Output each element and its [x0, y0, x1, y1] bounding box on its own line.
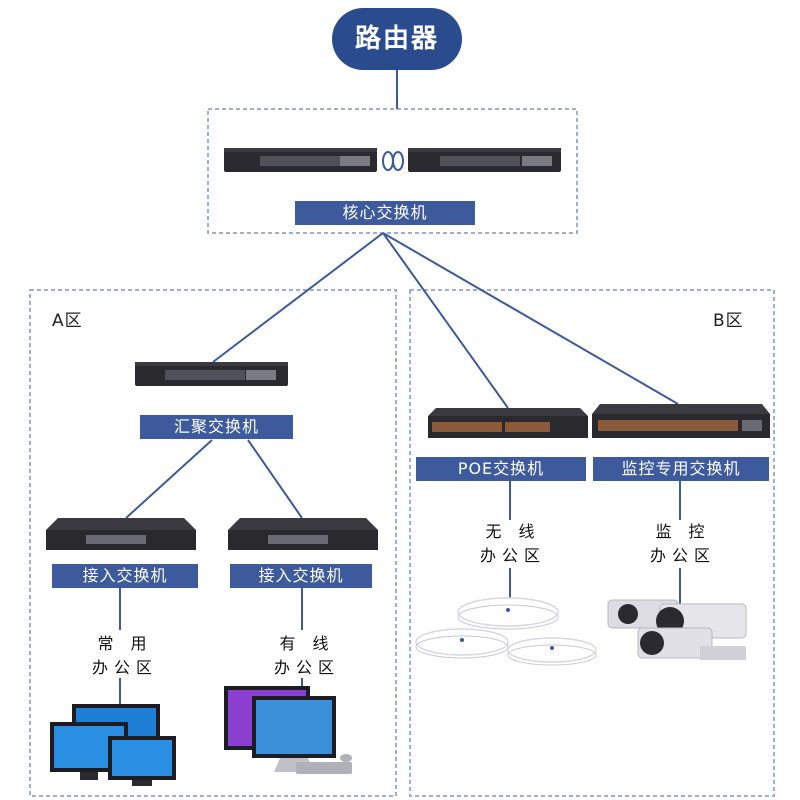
poe-switch — [428, 408, 588, 438]
area-label-common-office: 常 用 办公区 — [70, 632, 180, 680]
monitoring-switch-label: 监控专用交换机 — [593, 457, 769, 481]
link-core-poe — [382, 232, 509, 409]
access-switch-1 — [46, 518, 196, 550]
router-node: 路由器 — [332, 8, 462, 70]
access-switch-label-1: 接入交换机 — [52, 564, 198, 588]
link-aggregation-access-1 — [125, 439, 213, 519]
area-label-wireless-office: 无 线 办公区 — [458, 520, 568, 568]
access-switch-label-2: 接入交换机 — [230, 564, 372, 588]
camera-icons — [607, 599, 747, 660]
area-label-wired-office: 有 线 办公区 — [252, 632, 362, 680]
stack-link-icon — [382, 151, 404, 171]
core-switch-2 — [408, 148, 561, 172]
monitoring-switch — [592, 404, 770, 438]
wireless-ap-icons — [415, 597, 597, 666]
link-core-aggregation — [212, 232, 384, 363]
monitor-icons — [50, 704, 176, 786]
computer-icons — [224, 686, 352, 774]
area-label-line: 办公区 — [649, 546, 716, 565]
connection-lines — [119, 68, 681, 704]
zone-a-title: A区 — [52, 311, 83, 331]
poe-switch-label: POE交换机 — [416, 457, 586, 481]
area-label-line: 无 线 — [485, 522, 541, 541]
core-switch-label: 核心交换机 — [295, 201, 475, 225]
area-label-line: 监 控 — [655, 522, 711, 541]
area-label-line: 常 用 — [97, 634, 153, 653]
aggregation-switch-label: 汇聚交换机 — [140, 415, 293, 439]
area-label-line: 办公区 — [273, 658, 340, 677]
link-core-monitor — [382, 232, 679, 405]
area-label-line: 有 线 — [279, 634, 335, 653]
area-label-line: 办公区 — [91, 658, 158, 677]
area-label-monitoring-office: 监 控 办公区 — [628, 520, 738, 568]
core-zone-border — [207, 108, 578, 234]
area-label-line: 办公区 — [479, 546, 546, 565]
zone-a-border — [29, 289, 397, 797]
zone-b-title: B区 — [713, 311, 744, 331]
zone-b-border — [409, 289, 775, 797]
aggregation-switch — [135, 362, 288, 386]
core-switch-1 — [224, 148, 377, 172]
access-switch-2 — [228, 518, 378, 550]
link-aggregation-access-2 — [247, 439, 303, 519]
